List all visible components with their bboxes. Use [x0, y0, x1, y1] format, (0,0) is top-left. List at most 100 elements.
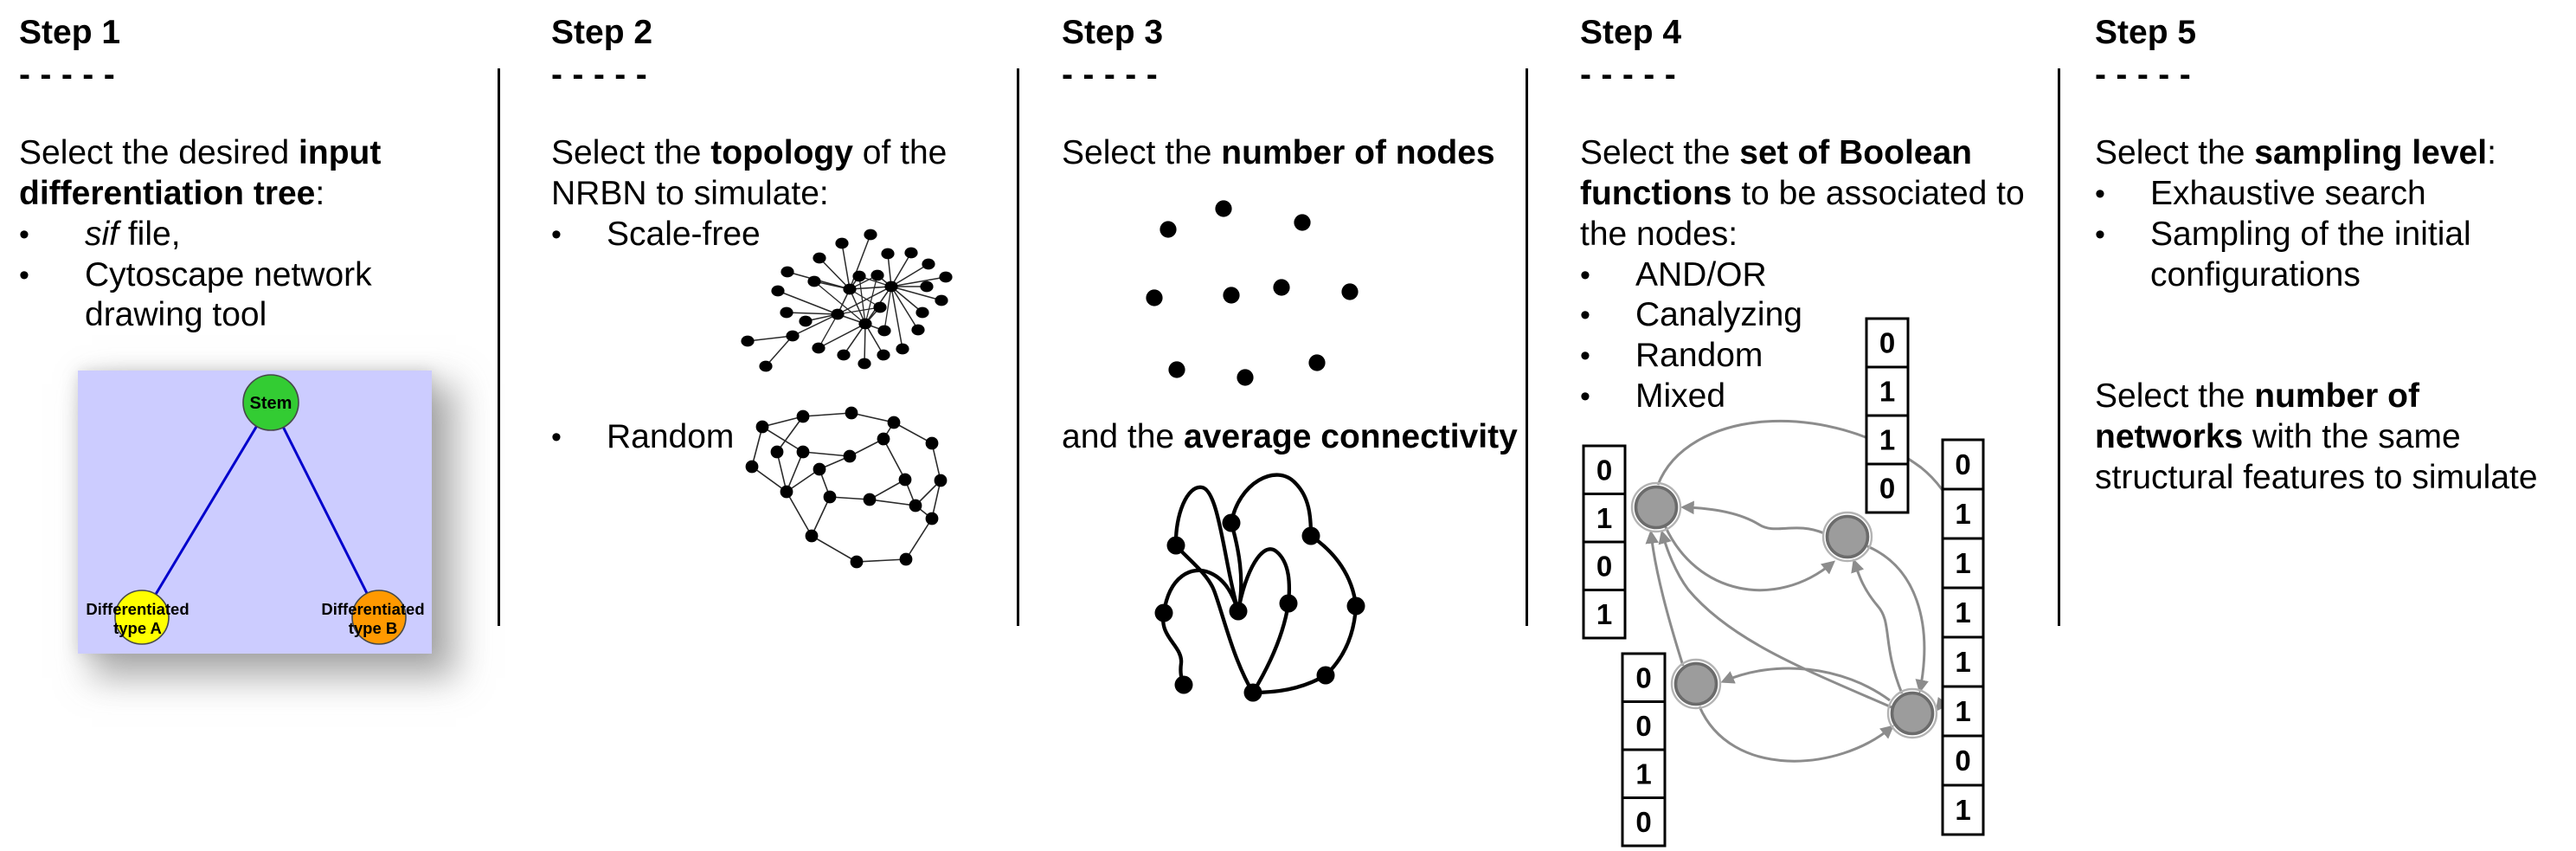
random-network-node [899, 552, 913, 566]
step-2-line-1-run-3: of the [852, 133, 948, 171]
random-network-node [887, 416, 901, 429]
step-5-line-5-run-1: Select the [2095, 377, 2255, 416]
step-1-line-1-run-1: Select the desired [19, 133, 299, 171]
scale-free-edge [746, 335, 793, 344]
step-5-line-4-run-1: configurations [2150, 255, 2361, 293]
column-separator-4 [2057, 68, 2060, 626]
scale-free-node [807, 275, 821, 287]
random-network-node [796, 409, 810, 423]
random-network-edge [856, 558, 907, 563]
random-network-edge [811, 496, 831, 537]
scale-free-node [896, 343, 909, 355]
step-2-line-4-run-1: Random [607, 418, 735, 456]
vector-right-value-3: 1 [1955, 547, 1970, 579]
random-network-node [805, 529, 819, 543]
step-1-line-3-run-1: sif [85, 215, 119, 253]
random-network-edge [786, 491, 813, 537]
step-4-line-5: •Canalyzing [1580, 294, 1802, 335]
step-5-line-6-run-2: with the same [2243, 418, 2461, 456]
column-separator-1 [497, 68, 500, 626]
boolean-edge-6 [1645, 530, 1685, 667]
column-separator-3 [1525, 68, 1528, 626]
boolean-node-2 [1825, 514, 1870, 559]
tangle-edge [1250, 601, 1291, 695]
tangle-edge [1161, 610, 1186, 687]
boolean-node-3 [1673, 661, 1718, 706]
scale-free-edge [890, 251, 912, 287]
bullet-icon: • [19, 217, 29, 251]
step-4-line-1: Select the set of Boolean [1580, 132, 1972, 173]
scale-free-edge [843, 323, 866, 357]
step-1-line-1: Select the desired input [19, 132, 381, 173]
scale-free-edge [890, 263, 929, 287]
boolean-edge-1 [1680, 500, 1825, 535]
step-1-line-5: drawing tool [19, 294, 267, 335]
step-5-line-7: structural features to simulate [2095, 457, 2538, 498]
scale-free-edge [890, 286, 919, 331]
tangle-edge [1236, 547, 1292, 614]
tangle-node [1301, 526, 1320, 545]
step-5-line-1-run-2: sampling level [2254, 133, 2488, 171]
node-dot [1237, 369, 1254, 386]
node-dot [1215, 200, 1232, 217]
type-a-label-line1: Differentiated [86, 600, 189, 618]
random-network-node [863, 493, 877, 506]
vector-right-value-1: 0 [1955, 448, 1970, 480]
random-network-edge [751, 426, 763, 467]
boolean-node-halo-4 [1886, 687, 1938, 739]
random-network-edge [786, 451, 804, 493]
tangle-node [1166, 536, 1185, 555]
column-separator-2 [1016, 68, 1019, 626]
scale-free-edge [785, 309, 838, 316]
tangle-edge [1308, 533, 1359, 609]
scale-free-hub-node [884, 280, 898, 293]
step-4-line-2-run-1: functions [1580, 174, 1732, 212]
vector-right-value-8: 1 [1955, 794, 1970, 826]
random-network-node [755, 420, 769, 434]
scale-free-edge [864, 323, 884, 357]
vector-top-cell-3 [1865, 414, 1910, 466]
scale-free-node [813, 252, 826, 264]
scale-free-edge [883, 286, 892, 332]
random-network-node [823, 490, 837, 504]
step-5-line-2: •Exhaustive search [2095, 173, 2426, 214]
step-2-line-1-run-1: Select the [551, 133, 711, 171]
scale-free-edge [849, 233, 872, 290]
node-dot [1223, 287, 1240, 304]
random-network-edge [811, 535, 858, 563]
vector-top-value-3: 1 [1879, 424, 1895, 456]
vector-right-cell-8 [1941, 783, 1985, 836]
tree-edge-stem-b [269, 402, 381, 618]
node-dot [1341, 283, 1359, 300]
vector-right-cell-1 [1941, 438, 1985, 491]
tree-edge-stem-a [140, 402, 273, 618]
scale-free-network-figure [741, 229, 953, 372]
scale-free-node [904, 247, 918, 259]
boolean-edge-8 [1720, 667, 1891, 702]
step-5-line-3: •Sampling of the initial [2095, 214, 2471, 255]
scale-free-node [920, 280, 934, 293]
vector-bottom-left-value-1: 0 [1635, 661, 1651, 693]
vector-left-value-2: 1 [1596, 502, 1612, 534]
random-network-edge [869, 479, 906, 500]
step-4-line-1-run-2: set of Boolean [1739, 133, 1972, 171]
random-network-edge [786, 468, 820, 493]
random-network-node [877, 432, 890, 446]
scale-free-node [864, 229, 877, 241]
boolean-edge-2 [1663, 525, 1835, 592]
step-5-line-1-run-1: Select the [2095, 133, 2255, 171]
step-4-line-4-run-1: AND/OR [1635, 255, 1767, 293]
random-network-edge [905, 518, 933, 560]
step-2-line-3: •Scale-free [551, 214, 761, 255]
step-1-line-4: •Cytoscape network [19, 255, 372, 295]
vector-bottom-left-value-2: 0 [1635, 710, 1651, 742]
step-2-line-1-run-2: topology [710, 133, 853, 171]
vector-bottom-left-cell-4 [1621, 796, 1667, 848]
step-4-line-1-run-1: Select the [1580, 133, 1740, 171]
random-network-node [770, 445, 784, 459]
scale-free-edge [849, 288, 866, 325]
bullet-icon: • [551, 421, 562, 455]
node-dot [1308, 354, 1326, 371]
step-5-line-7-run-1: structural features to simulate [2095, 459, 2538, 496]
